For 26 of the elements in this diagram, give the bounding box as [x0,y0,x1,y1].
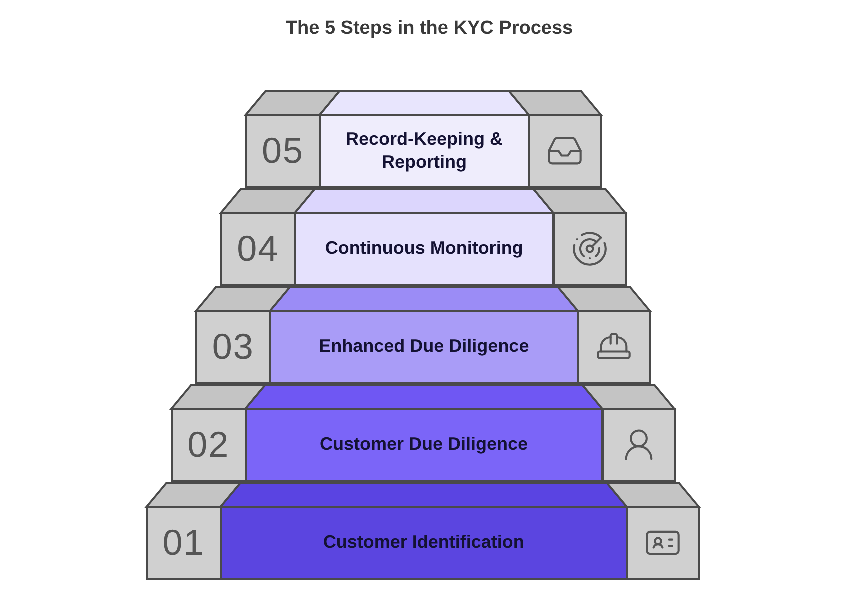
icon-block [577,310,651,384]
number-block [195,310,272,384]
diagram-title: The 5 Steps in the KYC Process [284,18,574,40]
step-number: 01 [162,522,205,564]
number-block [170,408,247,482]
step-block [269,310,579,384]
step-number: 04 [237,228,280,270]
step-number: 03 [212,326,254,368]
step-block [244,408,604,482]
step-number: 05 [262,130,304,172]
step-label: Continuous Monitoring [324,237,524,260]
step-block [319,114,530,188]
step-number: 02 [188,424,230,466]
step-label: Customer Due Diligence [319,433,530,456]
step-block [220,506,628,580]
step-label: Customer Identification [322,531,526,554]
number-block [245,114,321,188]
step-label: Record-Keeping & Reporting [344,128,504,174]
number-block [220,212,296,286]
icon-block [626,506,700,580]
icon-block [528,114,602,188]
step-block [294,212,554,286]
icon-block [552,212,626,286]
icon-block [602,408,676,482]
number-block [146,506,222,580]
step-label: Enhanced Due Diligence [318,335,530,358]
